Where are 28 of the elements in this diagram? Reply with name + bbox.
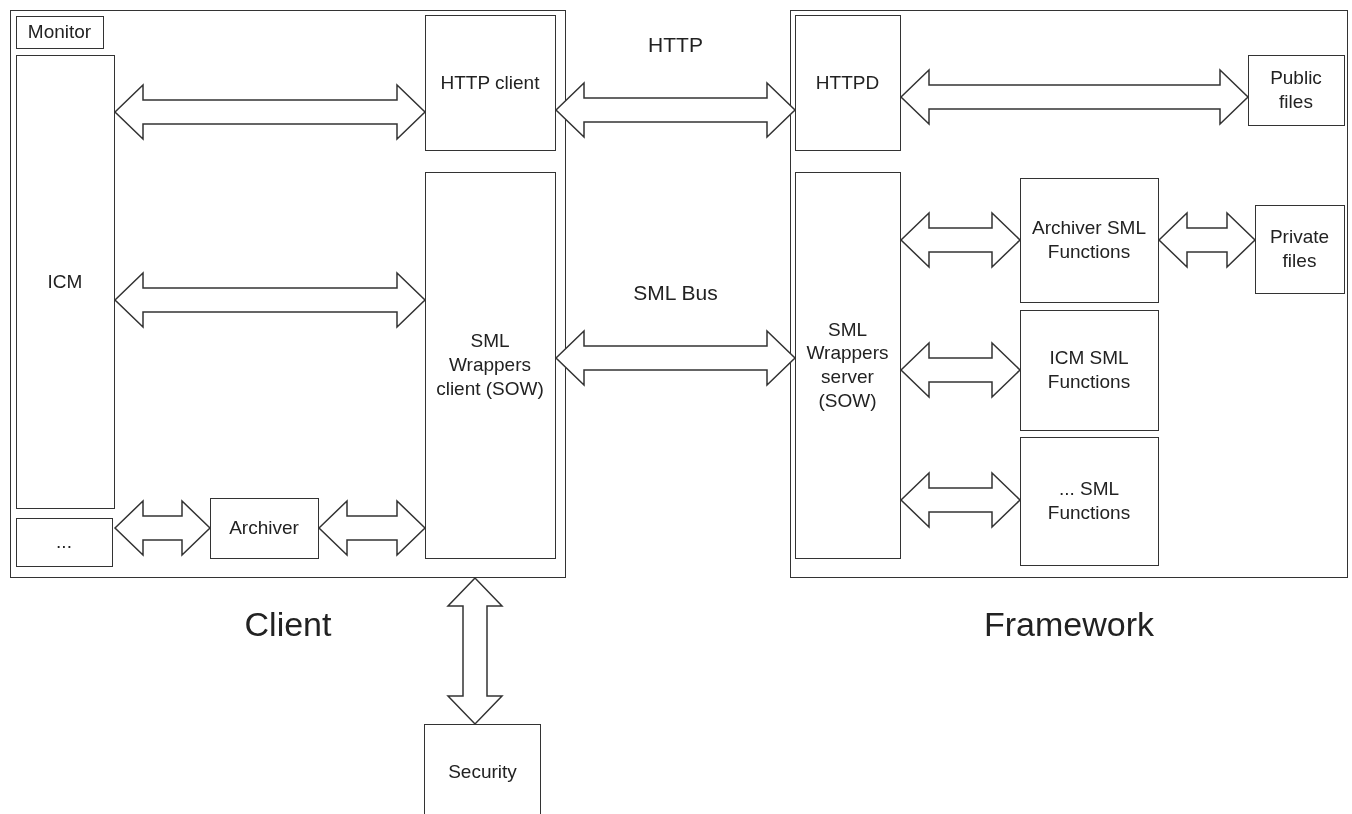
double-arrow: [113, 271, 427, 329]
double-arrow: [899, 68, 1250, 126]
component-box: SML Wrappers client (SOW): [424, 171, 556, 559]
double-arrow: [899, 471, 1022, 529]
double-arrow: [446, 576, 504, 726]
double-arrow: [554, 329, 797, 387]
component-box: ...: [15, 517, 113, 567]
double-arrow: [317, 499, 427, 557]
double-arrow: [899, 211, 1022, 269]
component-box: Security: [424, 724, 541, 814]
double-arrow: [113, 83, 427, 141]
group-heading: Framework: [983, 605, 1155, 644]
group-heading: Client: [243, 605, 333, 644]
component-box: SML Wrappers server (SOW): [794, 171, 901, 559]
component-box: Public files: [1247, 54, 1345, 126]
component-box: Archiver: [209, 497, 319, 559]
double-arrow: [554, 81, 797, 139]
component-box: ... SML Functions: [1019, 436, 1159, 566]
double-arrow: [899, 341, 1022, 399]
double-arrow: [1157, 211, 1257, 269]
component-box: ICM: [15, 54, 115, 509]
component-box: Monitor: [15, 15, 104, 49]
component-box: Private files: [1254, 204, 1345, 294]
component-box: Archiver SML Functions: [1019, 177, 1159, 303]
component-box: HTTP client: [424, 14, 556, 151]
component-box: HTTPD: [794, 14, 901, 151]
double-arrow: [113, 499, 212, 557]
component-box: ICM SML Functions: [1019, 309, 1159, 431]
